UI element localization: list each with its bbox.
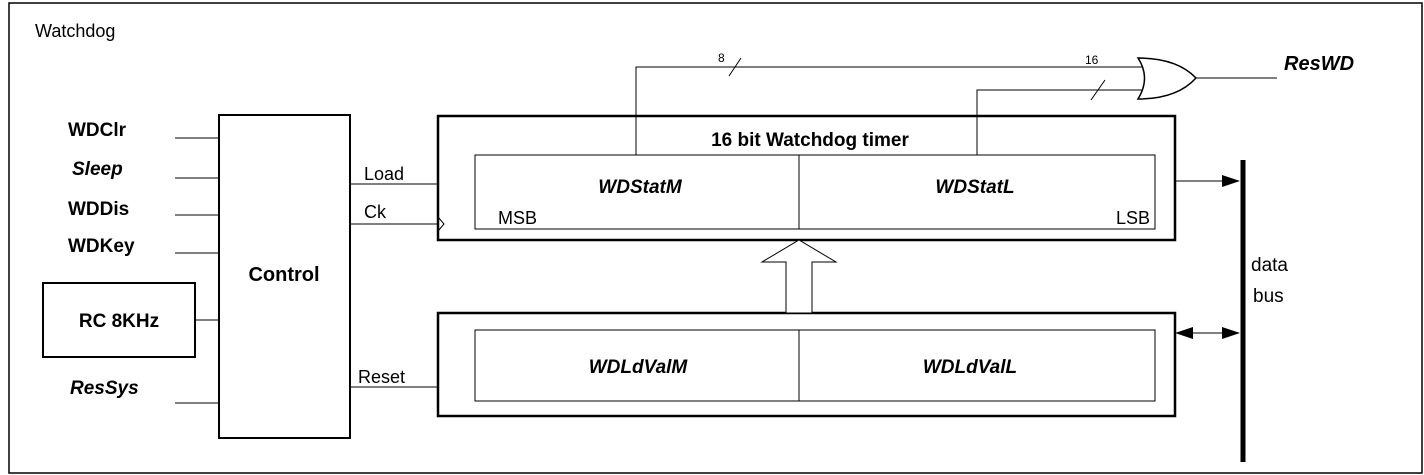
input-label-sleep: Sleep bbox=[72, 159, 123, 180]
control-block bbox=[218, 114, 351, 439]
load-transfer-arrow bbox=[760, 239, 838, 314]
wdstatm-register: WDStatM bbox=[598, 177, 683, 198]
rc-oscillator-block bbox=[42, 282, 196, 358]
bus-load-arrowhead-right bbox=[1222, 327, 1240, 339]
load-value-register bbox=[474, 329, 1156, 402]
input-label-wdkey: WDKey bbox=[68, 236, 135, 257]
data-bus-label-1: data bbox=[1251, 255, 1288, 276]
msb-wire-8bit bbox=[635, 66, 1144, 155]
msb-bus-slash bbox=[728, 57, 742, 77]
wdstatl-register: WDStatL bbox=[935, 177, 1014, 198]
wdldvall-register: WDLdValL bbox=[923, 357, 1017, 378]
reset-label: Reset bbox=[358, 367, 405, 387]
lsb-label: LSB bbox=[1116, 208, 1150, 228]
input-label-wddis: WDDis bbox=[68, 199, 129, 220]
msb-bus-width: 8 bbox=[718, 51, 725, 65]
bus-load-arrowhead-left bbox=[1175, 327, 1193, 339]
diagram-title: Watchdog bbox=[35, 21, 115, 41]
rc-oscillator-label: RC 8KHz bbox=[79, 311, 159, 332]
lsb-bus-width: 16 bbox=[1085, 53, 1099, 67]
clock-input-marker bbox=[437, 216, 445, 232]
or-gate bbox=[1136, 57, 1198, 100]
data-bus-label-2: bus bbox=[1253, 286, 1284, 307]
load-label: Load bbox=[364, 164, 404, 184]
control-label: Control bbox=[248, 264, 319, 286]
wdldvalm-register: WDLdValM bbox=[589, 357, 689, 378]
input-label-ressys: ResSys bbox=[70, 378, 139, 399]
timer-to-bus-arrowhead bbox=[1222, 175, 1240, 187]
ck-label: Ck bbox=[364, 202, 387, 222]
status-register bbox=[474, 154, 1156, 230]
lsb-bus-slash bbox=[1090, 79, 1106, 101]
msb-label: MSB bbox=[498, 208, 537, 228]
timer-title: 16 bit Watchdog timer bbox=[711, 130, 909, 151]
reswd-output-label: ResWD bbox=[1284, 53, 1354, 75]
watchdog-timer-block bbox=[436, 114, 1177, 242]
lsb-wire-16bit bbox=[976, 89, 1144, 155]
input-label-wdclr: WDClr bbox=[68, 120, 127, 141]
